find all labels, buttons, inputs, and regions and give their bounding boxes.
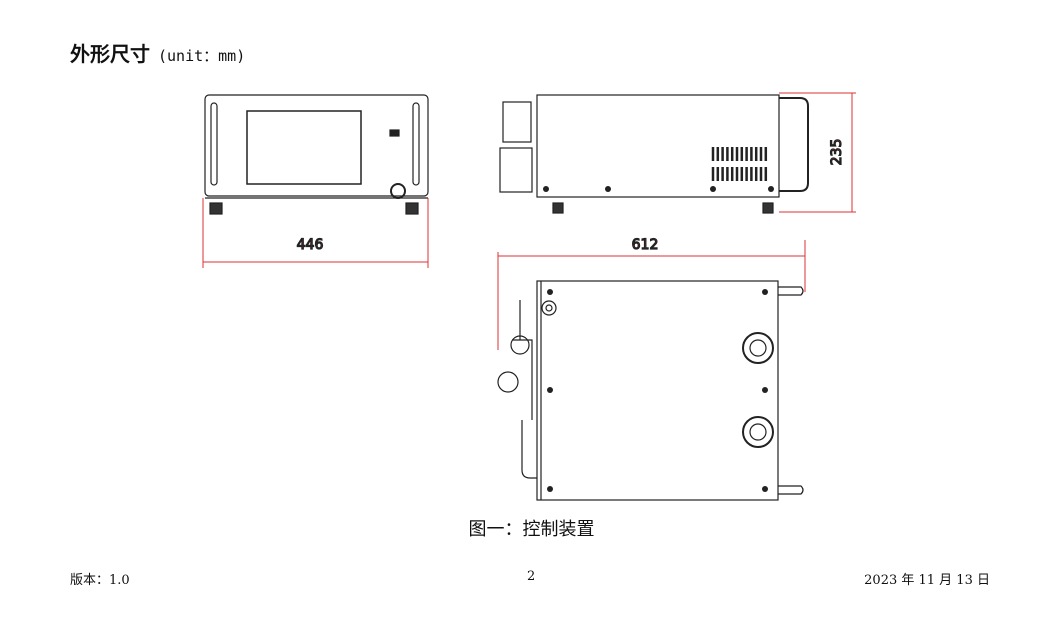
top-view <box>497 280 804 501</box>
side-view <box>499 94 809 214</box>
fan-icon <box>742 416 774 448</box>
fan-icon <box>742 332 774 364</box>
length-dimension: 612 <box>632 237 659 253</box>
footer-version: 版本：1.0 <box>70 573 130 588</box>
footer-page-number: 2 <box>527 569 536 584</box>
section-heading: 外形尺寸 (unit：mm) <box>70 38 245 67</box>
figure-caption: 图一：控制装置 <box>468 519 595 540</box>
footer-date: 2023 年 11 月 13 日 <box>864 573 990 588</box>
height-dimension: 235 <box>829 139 845 166</box>
dimension-lines <box>202 92 856 350</box>
width-dimension: 446 <box>297 237 324 253</box>
front-view <box>204 94 429 215</box>
heading-title: 外形尺寸 <box>70 42 150 66</box>
heading-unit: (unit：mm) <box>158 47 246 65</box>
